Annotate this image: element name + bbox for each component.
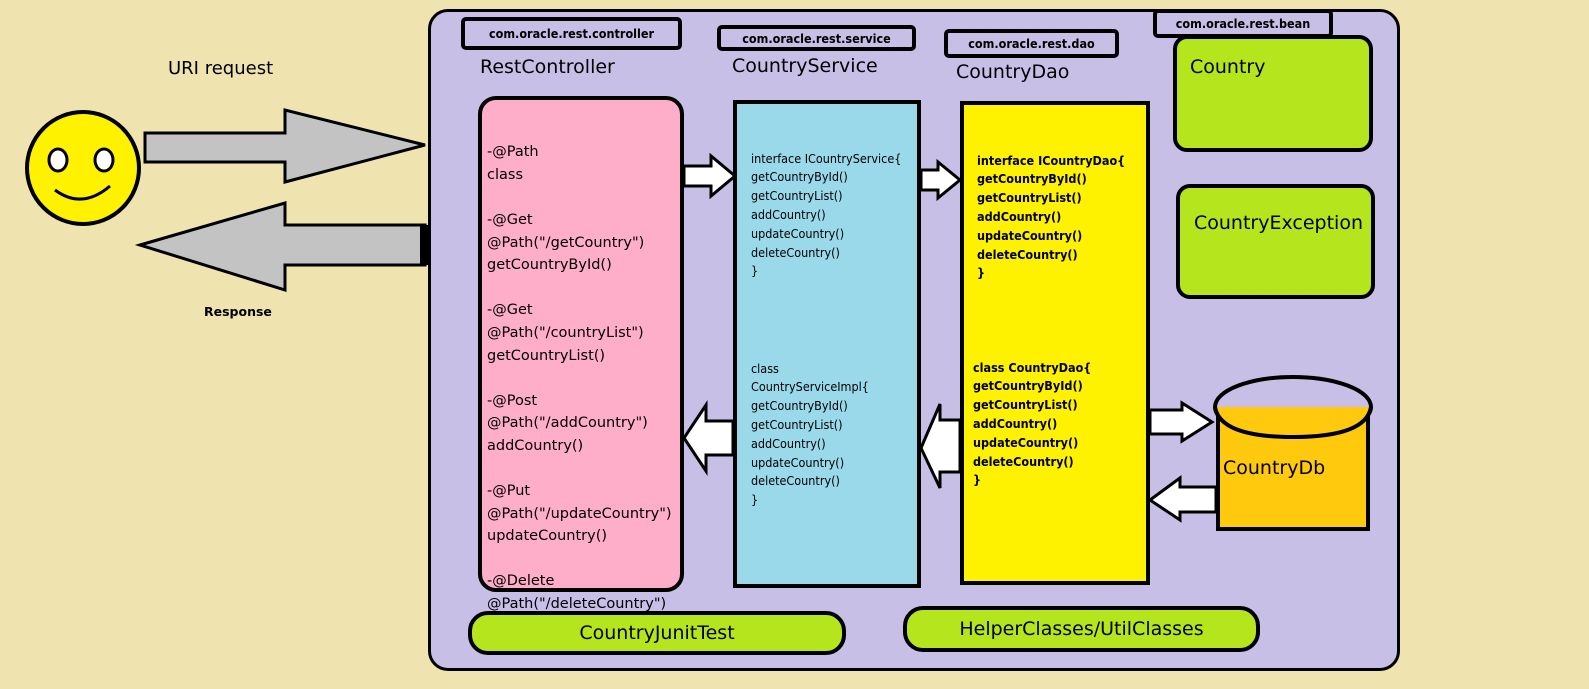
dao-to-service-arrow-icon [919, 403, 962, 489]
controller-code-line: @Path("/deleteCountry") [487, 596, 667, 613]
response-label: Response [204, 304, 272, 319]
country-exception-box [1176, 184, 1375, 299]
controller-code-line: -@Post [487, 392, 538, 409]
service-to-dao-arrow-icon [919, 158, 963, 202]
service-impl-line: class [751, 360, 779, 376]
controller-code-line: -@Delete [487, 573, 555, 590]
service-impl-line: updateCountry() [751, 454, 845, 470]
dao-interface-line: getCountryList() [977, 190, 1082, 206]
helper-classes-box: HelperClasses/UtilClasses [903, 606, 1260, 652]
controller-code-line: -@Get [487, 302, 533, 319]
uri-request-label: URI request [168, 58, 274, 79]
dao-impl-line: deleteCountry() [973, 453, 1074, 469]
junit-test-box: CountryJunitTest [468, 611, 846, 655]
service-interface-code: interface ICountryService{ getCountryById… [751, 112, 901, 300]
dao-impl-line: class CountryDao{ [973, 359, 1092, 375]
dao-interface-line: updateCountry() [977, 227, 1083, 243]
dao-impl-line: addCountry() [973, 415, 1058, 431]
controller-code-line: updateCountry() [487, 528, 608, 545]
service-interface-line: updateCountry() [751, 225, 845, 241]
service-impl-line: addCountry() [751, 435, 826, 451]
controller-title: RestController [480, 56, 615, 78]
package-controller-label: com.oracle.rest.controller [461, 17, 682, 50]
country-bean-box [1173, 35, 1373, 152]
dao-to-db-arrow-icon [1148, 400, 1215, 444]
package-dao-label: com.oracle.rest.dao [944, 29, 1119, 58]
service-interface-line: deleteCountry() [751, 244, 840, 260]
dao-impl-code: class CountryDao{ getCountryById() getCoun… [973, 321, 1091, 509]
dao-impl-line: getCountryList() [973, 397, 1078, 413]
dao-impl-line: } [973, 472, 982, 488]
dao-impl-line: updateCountry() [973, 434, 1079, 450]
controller-code-line: addCountry() [487, 437, 584, 454]
service-interface-line: getCountryList() [751, 188, 843, 204]
controller-code-line: @Path("/updateCountry") [487, 505, 672, 522]
country-exception-label: CountryException [1194, 212, 1363, 234]
user-smiley-icon [25, 110, 141, 226]
dao-interface-line: deleteCountry() [977, 246, 1078, 262]
service-box [733, 100, 921, 588]
dao-box [960, 101, 1150, 585]
controller-box [478, 96, 684, 592]
dao-interface-code: interface ICountryDao{ getCountryById() ge… [977, 114, 1125, 302]
country-bean-label: Country [1190, 56, 1266, 78]
dao-impl-line: getCountryById() [973, 378, 1083, 394]
service-to-controller-arrow-icon [682, 400, 735, 476]
service-impl-line: CountryServiceImpl{ [751, 379, 869, 395]
request-response-arrows [134, 108, 428, 293]
db-to-dao-arrow-icon [1147, 475, 1218, 523]
dao-interface-line: } [977, 265, 986, 281]
controller-code-line: getCountryList() [487, 347, 606, 364]
service-interface-line: } [751, 263, 759, 279]
service-impl-line: getCountryList() [751, 416, 843, 432]
controller-code-line: @Path("/countryList") [487, 324, 644, 341]
service-interface-line: getCountryById() [751, 169, 848, 185]
controller-code-line: @Path("/getCountry") [487, 234, 645, 251]
country-db-cylinder-icon [1213, 375, 1373, 531]
service-interface-line: interface ICountryService{ [751, 150, 902, 166]
controller-code-line: getCountryById() [487, 257, 612, 274]
service-title: CountryService [732, 55, 878, 77]
controller-code-line: -@Get [487, 211, 533, 228]
country-db-label: CountryDb [1223, 457, 1326, 479]
request-arrow-icon [143, 108, 426, 184]
service-impl-line: } [751, 492, 759, 508]
package-service-label: com.oracle.rest.service [717, 25, 916, 51]
dao-title: CountryDao [956, 61, 1070, 83]
service-impl-line: getCountryById() [751, 398, 848, 414]
controller-code-line: @Path("/addCountry") [487, 415, 648, 432]
controller-to-service-arrow-icon [682, 152, 738, 200]
service-interface-line: addCountry() [751, 206, 826, 222]
controller-code-line: -@Path [487, 144, 539, 161]
controller-code: -@Path class -@Get @Path("/getCountry") get… [487, 96, 672, 661]
dao-interface-line: addCountry() [977, 208, 1062, 224]
dao-interface-line: interface ICountryDao{ [977, 152, 1126, 168]
service-impl-line: deleteCountry() [751, 473, 840, 489]
controller-code-line: class [487, 166, 523, 183]
dao-interface-line: getCountryById() [977, 171, 1087, 187]
controller-code-line: -@Put [487, 483, 531, 500]
